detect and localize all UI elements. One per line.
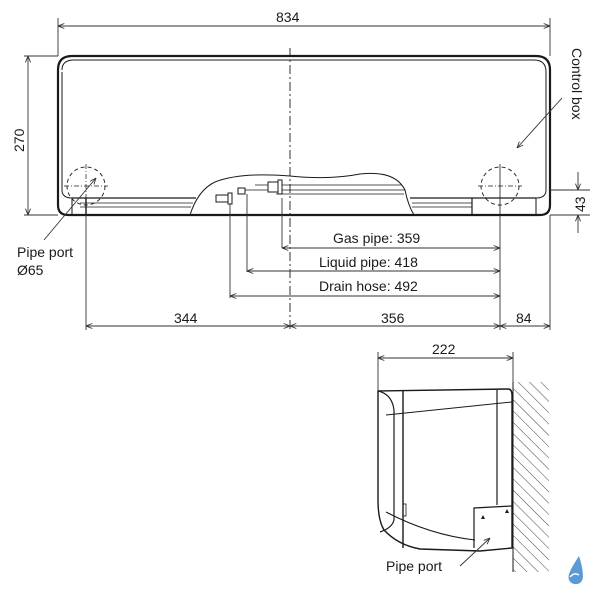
- right-offset-label: 84: [516, 310, 532, 326]
- bottom-offset-label: 43: [572, 196, 588, 212]
- side-pipe-port-label: Pipe port: [386, 558, 443, 574]
- liquid-pipe-label: Liquid pipe: 418: [319, 254, 418, 270]
- side-dimensions: [377, 352, 514, 567]
- middle-offset-label: 356: [381, 310, 405, 326]
- width-dimension-label: 834: [276, 9, 300, 25]
- water-drop-logo: [568, 556, 583, 585]
- depth-dimension-label: 222: [432, 341, 456, 357]
- gas-pipe-label: Gas pipe: 359: [333, 230, 421, 246]
- pipe-port-label: Pipe port: [17, 244, 74, 260]
- control-box-label: Control box: [569, 48, 585, 120]
- front-dimensions: [24, 18, 590, 330]
- side-view-unit: [377, 382, 549, 572]
- front-view-unit: [56, 48, 552, 330]
- left-offset-label: 344: [174, 310, 198, 326]
- drain-hose-label: Drain hose: 492: [319, 278, 418, 294]
- pipe-port-diameter: Ø65: [17, 262, 44, 278]
- height-dimension-label: 270: [11, 128, 27, 152]
